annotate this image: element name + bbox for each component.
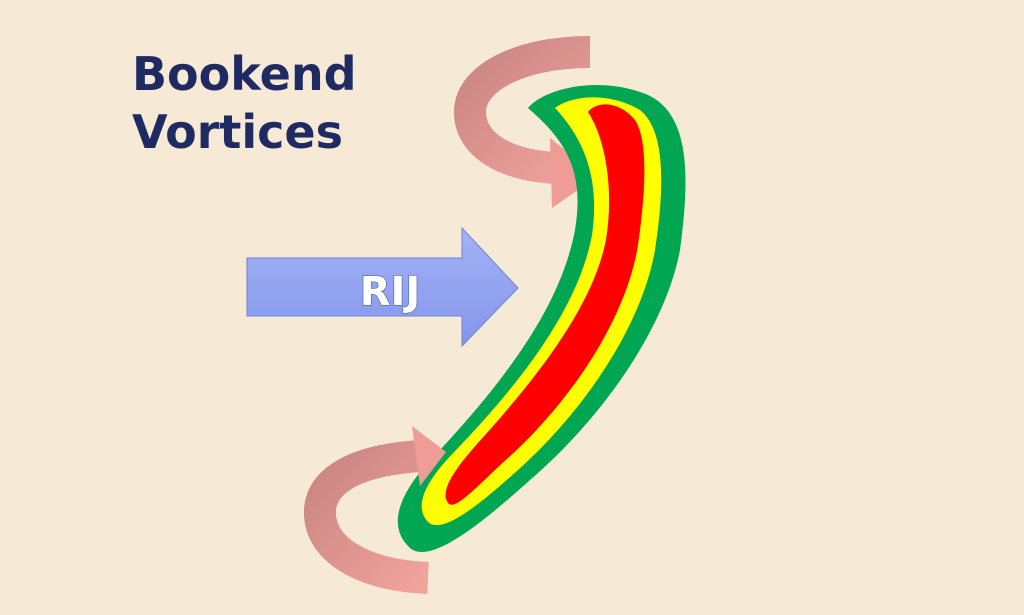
bow-echo-middle-band (421, 97, 662, 526)
rij-arrow: RIJ (246, 226, 519, 348)
lower-vortex-arrow (304, 426, 446, 594)
upper-vortex-arrow (453, 36, 598, 208)
rij-label: RIJ (360, 269, 421, 315)
title-line-1: Bookend (132, 47, 357, 101)
title-line-2: Vortices (132, 104, 343, 159)
diagram-title: Bookend Vortices (132, 46, 412, 161)
bow-echo-inner-core (445, 104, 645, 505)
